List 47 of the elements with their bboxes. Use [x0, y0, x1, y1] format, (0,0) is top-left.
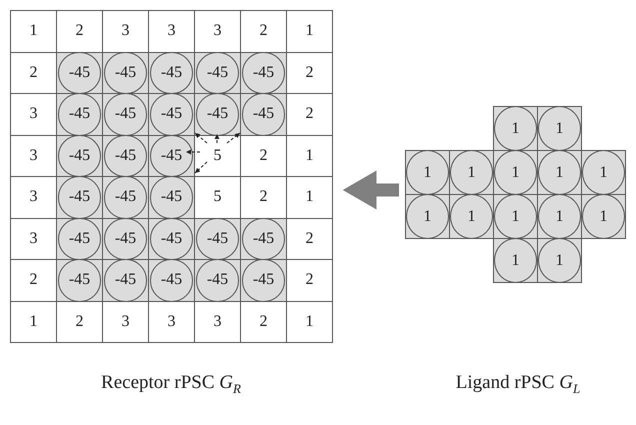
- grid-cell: 1: [10, 10, 57, 52]
- circled-value: 1: [582, 194, 625, 239]
- circled-value: 1: [494, 238, 537, 283]
- circled-value: 1: [538, 238, 581, 283]
- circled-value: -45: [196, 52, 239, 94]
- circled-value: -45: [58, 259, 101, 302]
- circled-value: -45: [104, 218, 147, 260]
- grid-cell: 1: [286, 300, 333, 343]
- circled-value: -45: [196, 93, 239, 136]
- circled-value: -45: [58, 134, 101, 177]
- circled-value: -45: [58, 176, 101, 218]
- grid-cell: 1: [286, 10, 333, 52]
- circled-value: -45: [104, 52, 147, 94]
- circled-value: 1: [494, 194, 537, 239]
- circled-value: 1: [406, 150, 449, 195]
- grid-label: Ligand rPSC G$_{L}$: [454, 372, 582, 397]
- circled-value: -45: [104, 93, 147, 136]
- circled-value: -45: [150, 259, 193, 302]
- circled-value: -45: [242, 259, 285, 302]
- circled-value: 1: [494, 106, 537, 151]
- circled-value: -45: [196, 218, 239, 260]
- circled-value: -45: [58, 52, 101, 94]
- grid-label: Receptor rPSC G$_{R}$: [100, 372, 242, 397]
- circled-value: 1: [450, 194, 493, 239]
- circled-value: 1: [538, 106, 581, 151]
- grid-cell: 1: [10, 300, 57, 343]
- circled-value: -45: [150, 93, 193, 136]
- circled-value: -45: [196, 259, 239, 302]
- circled-value: 1: [450, 150, 493, 195]
- circled-value: -45: [242, 93, 285, 136]
- block-arrow: [342, 170, 399, 210]
- circled-value: -45: [104, 259, 147, 302]
- circled-value: -45: [150, 134, 193, 177]
- circled-value: -45: [150, 52, 193, 94]
- circled-value: -45: [58, 218, 101, 260]
- circled-value: -45: [150, 176, 193, 218]
- circled-value: 1: [406, 194, 449, 239]
- circled-value: -45: [58, 93, 101, 136]
- circled-value: 1: [538, 150, 581, 195]
- circled-value: -45: [242, 52, 285, 94]
- circled-value: 1: [494, 150, 537, 195]
- circled-value: -45: [104, 134, 147, 177]
- circled-value: -45: [242, 218, 285, 260]
- circled-value: 1: [538, 194, 581, 239]
- circled-value: -45: [104, 176, 147, 218]
- circled-value: 1: [582, 150, 625, 195]
- circled-value: -45: [150, 218, 193, 260]
